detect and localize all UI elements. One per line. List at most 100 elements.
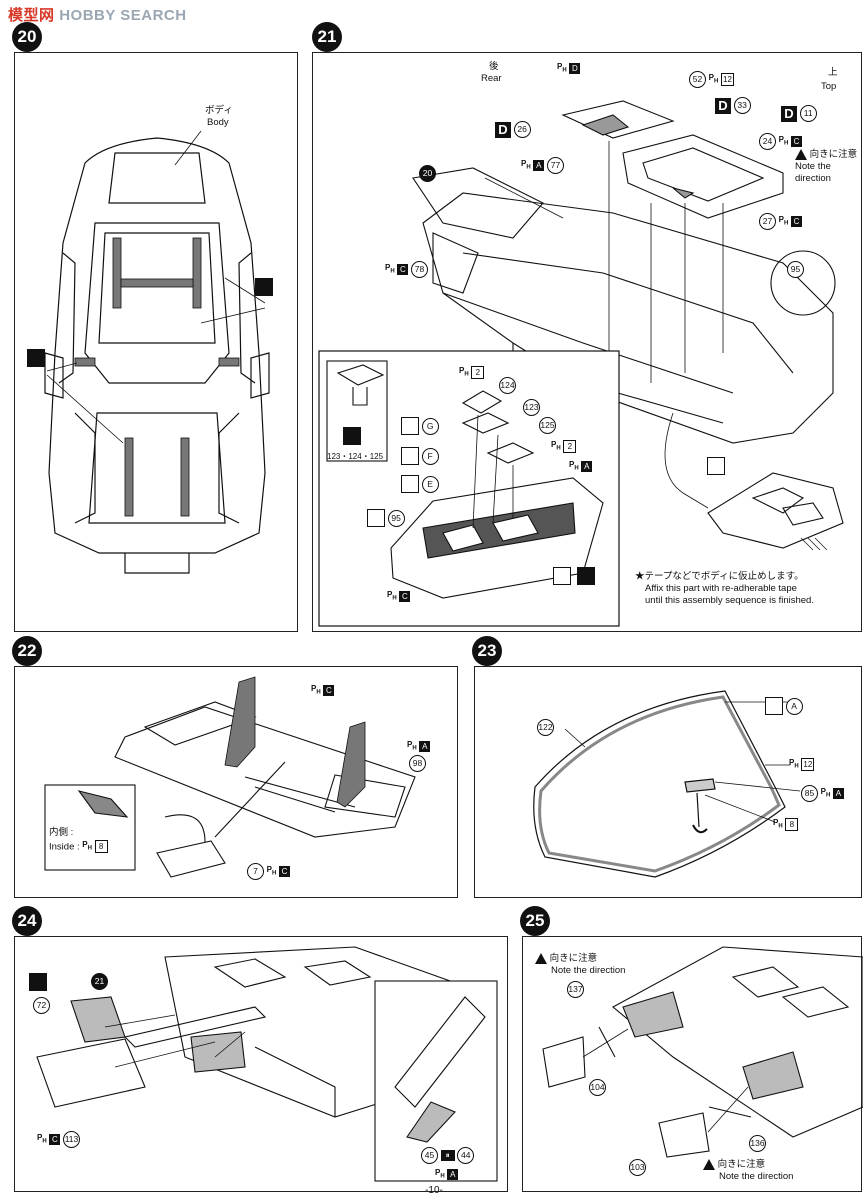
part-number: 72 <box>33 997 50 1014</box>
decal-letter: D <box>495 121 511 138</box>
direction-note-2: 向きに注意 Note the direction <box>703 1159 793 1183</box>
part-number: 20 <box>419 165 436 182</box>
color-letter: G <box>421 417 439 435</box>
paint-box: A <box>533 160 545 171</box>
part-95-label: 95 <box>367 509 405 527</box>
paint-box: 12 <box>720 73 734 86</box>
note-jp: 向きに注意 <box>549 953 598 965</box>
paint-box: 12 <box>801 758 815 772</box>
ph-12-label: PH 12 <box>789 757 815 773</box>
part-85-label: 85 PH A <box>801 785 844 802</box>
paint-box: A <box>447 1169 459 1181</box>
paint-code: PH <box>435 1168 445 1180</box>
direction-note: 向きに注意 Note the direction <box>795 149 857 185</box>
paint-code: PH <box>789 758 799 770</box>
note-en-2: direction <box>795 173 831 185</box>
part-number: 113 <box>62 1131 80 1148</box>
tape-note: ★テープなどでボディに仮止めします。 Affix this part with … <box>635 571 814 607</box>
seat-assembly-diagram <box>44 676 416 878</box>
part-77-label: PH A 77 <box>521 157 564 174</box>
paint-swatch-icon <box>401 417 419 435</box>
paint-box: 2 <box>471 366 485 380</box>
decal-D26-label: D 26 <box>495 121 531 138</box>
part-number: 104 <box>589 1079 606 1096</box>
paint-code: PH <box>82 840 92 852</box>
note-jp: 向きに注意 <box>809 149 858 161</box>
part-number: 33 <box>733 97 751 114</box>
paint-code: PH <box>387 590 397 602</box>
part-number: 52 <box>689 71 706 88</box>
part-number: 95 <box>787 261 804 278</box>
part-123-label: 123 <box>523 399 540 416</box>
inside-jp: 内側 <box>49 827 69 838</box>
step-20-number: 20 <box>12 22 42 52</box>
letter-A-label: A <box>765 697 803 715</box>
paint-code: PH <box>773 818 783 830</box>
step-23-number: 23 <box>472 636 502 666</box>
ph-C-label: PH C <box>311 683 335 699</box>
paint-code: PH <box>557 62 567 74</box>
top-label-jp: 上 <box>828 67 838 78</box>
paint-box: C <box>323 685 335 697</box>
letter-F-label: F <box>401 447 439 465</box>
color-letter: A <box>785 697 803 715</box>
part-number: 95 <box>387 509 405 527</box>
paint-code: PH <box>311 684 321 696</box>
paint-code: PH <box>459 366 469 378</box>
step-25-panel: 向きに注意 Note the direction 137 104 136 103… <box>522 936 863 1192</box>
warning-icon <box>703 1159 715 1170</box>
part-number: 45 <box>421 1147 438 1164</box>
letter-G-label: G <box>401 417 439 435</box>
part-number: 136 <box>749 1135 766 1152</box>
direction-note-1: 向きに注意 Note the direction <box>535 953 625 977</box>
note-en-1: Note the <box>795 161 831 173</box>
paint-code: PH <box>820 786 831 799</box>
decal-D-label: PH D <box>557 61 581 77</box>
paint-box: 2 <box>563 440 577 454</box>
part-7-label: 7 PH C <box>247 863 290 880</box>
paint-code: PH <box>521 158 531 171</box>
inset-ph-C-label: PH C <box>387 589 411 605</box>
decal-D33-label: D 33 <box>715 97 751 114</box>
tail-light-diagram <box>542 946 863 1158</box>
rear-label-jp: 後 <box>489 61 499 72</box>
ph-A-label: PH A <box>407 739 431 755</box>
body-label-en: Body <box>207 117 229 128</box>
multi-part-label: 123・124・125 <box>327 452 384 461</box>
tool-icon <box>367 509 385 527</box>
cut-icon <box>553 567 571 585</box>
paint-box: A <box>581 461 593 473</box>
page-number: -10- <box>425 1185 443 1196</box>
paint-code: PH <box>778 134 789 147</box>
part-number: 122 <box>537 719 554 736</box>
paint-box: C <box>790 216 802 227</box>
part-52-label: 52 PH 12 <box>689 71 734 88</box>
part-20-label: 20 <box>419 165 436 182</box>
glue-icon <box>29 973 47 991</box>
step-22-number: 22 <box>12 636 42 666</box>
glue-icon <box>255 278 273 296</box>
part-125-label: 125 <box>539 417 556 434</box>
paint-box: D <box>569 63 581 75</box>
paint-box: 8 <box>94 840 108 854</box>
decal-D11-label: D 11 <box>781 105 817 122</box>
part-number: 27 <box>759 213 776 230</box>
warning-icon <box>795 149 807 160</box>
car-body-top-view <box>44 130 270 574</box>
part-number: 125 <box>539 417 556 434</box>
tape-note-jp: ★テープなどでボディに仮止めします。 <box>635 571 804 582</box>
part-95-detail-label: 95 <box>787 261 804 278</box>
rear-label-en: Rear <box>481 73 502 84</box>
part-137-label: 137 <box>567 981 584 998</box>
paint-code: PH <box>266 864 277 877</box>
paint-swatch-icon <box>401 447 419 465</box>
color-letter: E <box>421 475 439 493</box>
part-78-label: PH C 78 <box>385 261 428 278</box>
part-72-label: 72 <box>33 997 50 1014</box>
warning-icon <box>535 953 547 964</box>
paint-box: C <box>397 264 409 275</box>
part-122-label: 122 <box>537 719 554 736</box>
decal-letter: D <box>781 105 797 122</box>
inset-ph-A-label: PH A <box>569 459 593 475</box>
paint-code: PH <box>708 72 719 85</box>
